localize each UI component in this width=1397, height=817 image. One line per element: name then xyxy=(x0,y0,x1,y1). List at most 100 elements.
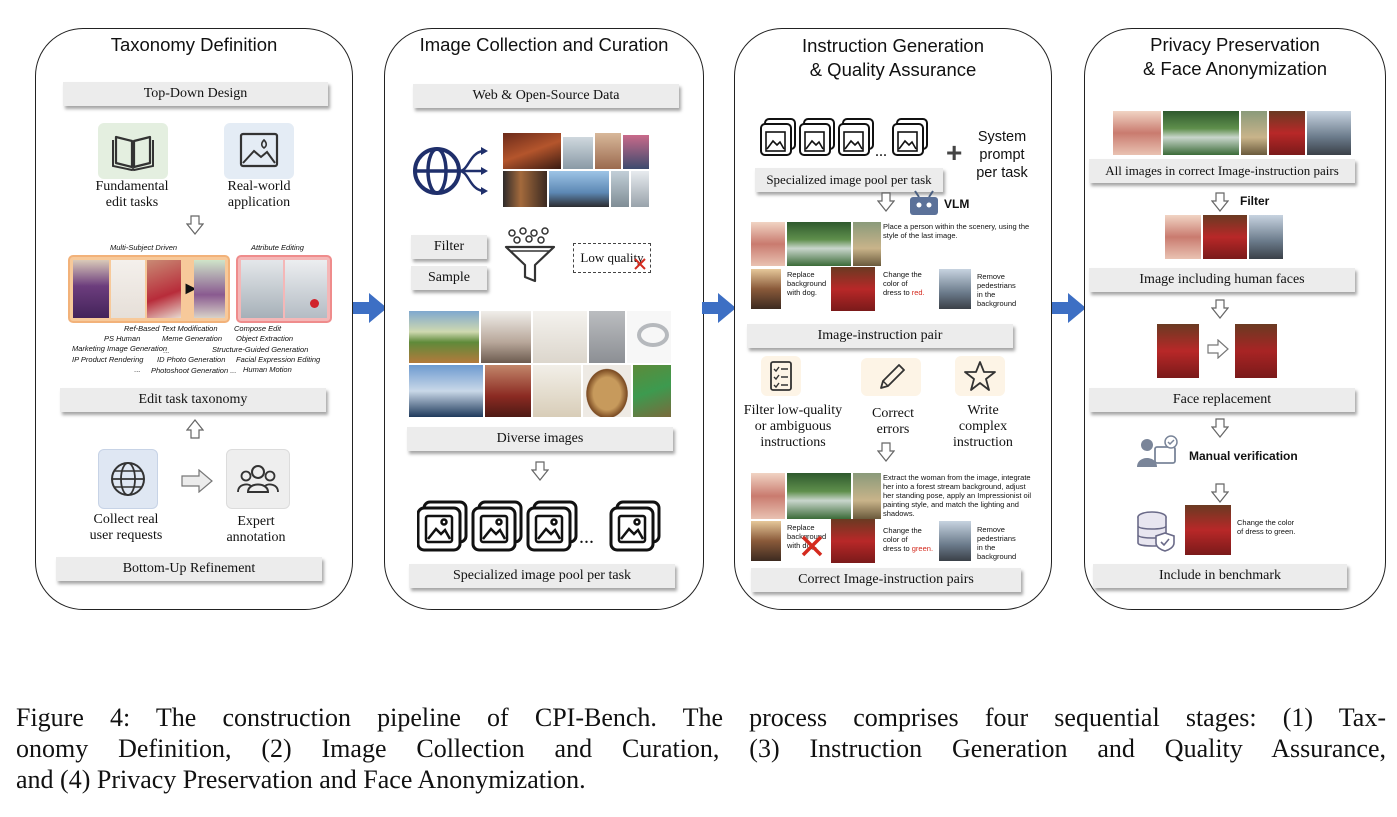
star-icon xyxy=(955,356,1005,396)
web-data-bar: Web & Open-Source Data xyxy=(413,84,679,108)
checklist-icon xyxy=(761,356,801,396)
dog-photo xyxy=(751,269,781,309)
pencil-icon xyxy=(861,358,921,396)
red-dress-photo xyxy=(831,519,875,563)
panel-title: Instruction Generation& Quality Assuranc… xyxy=(801,35,985,80)
close-icon xyxy=(634,258,646,270)
forest-photo xyxy=(787,473,851,519)
painting-photo xyxy=(853,473,881,519)
bottom-up-refinement-bar: Bottom-Up Refinement xyxy=(56,557,322,581)
all-images-strip xyxy=(1113,111,1351,155)
taxonomy-term: Meme Generation xyxy=(162,334,223,343)
funnel-icon xyxy=(504,227,556,283)
image-pool-icon xyxy=(417,500,661,552)
forest-photo xyxy=(787,222,851,266)
database-shield-icon xyxy=(1137,511,1175,552)
taxonomy-term: Marketing Image Generation xyxy=(72,344,168,353)
stage-arrow-icon xyxy=(1052,293,1086,323)
robot-icon xyxy=(910,190,938,215)
taxonomy-term: ID Photo Generation xyxy=(157,355,226,364)
replaced-face-photo xyxy=(1235,324,1277,378)
figure-caption: Figure 4: The construction pipeline of C… xyxy=(16,703,1386,794)
image-icon xyxy=(224,123,294,179)
multi-subject-example: ► xyxy=(68,255,230,323)
taxonomy-term: Object Extraction xyxy=(236,334,294,343)
web-images-collage xyxy=(503,133,649,207)
down-arrow-icon xyxy=(1211,418,1229,438)
down-arrow-icon xyxy=(877,442,895,462)
taxonomy-term: ... xyxy=(134,365,141,374)
taxonomy-term: ... xyxy=(163,346,170,355)
manual-verification-label: Manual verification xyxy=(1189,449,1298,463)
faces-bar: Image including human faces xyxy=(1089,268,1355,292)
down-arrow-icon xyxy=(186,215,204,235)
taxonomy-term: Human Motion xyxy=(243,365,292,374)
taxonomy-term: Ref-Based Text Modification xyxy=(124,324,218,333)
correct-pairs-bar: Correct Image-instruction pairs xyxy=(751,568,1021,592)
image-instruction-pair-bar: Image-instruction pair xyxy=(747,324,1013,348)
low-quality-box: Low quality xyxy=(573,243,651,273)
instruction-text: Place a person within the scenery, using… xyxy=(883,222,1030,240)
up-arrow-icon xyxy=(186,419,204,439)
stage-arrow-icon xyxy=(353,293,387,323)
woman-photo xyxy=(751,222,785,266)
filter-button: Filter xyxy=(411,235,487,259)
taxonomy-term: PS Human xyxy=(104,334,141,343)
filter-label: Filter xyxy=(1240,194,1270,208)
painting-photo xyxy=(853,222,881,266)
taxonomy-panel: Taxonomy Definition Top-Down Design Fund… xyxy=(35,28,353,610)
pool-ellipsis: ... xyxy=(579,526,594,548)
diverse-images-bar: Diverse images xyxy=(407,427,673,451)
original-face-photo xyxy=(1157,324,1199,378)
attribute-editing-example xyxy=(236,255,332,323)
panel-title: Privacy Preservation& Face Anonymization xyxy=(1142,34,1328,79)
down-arrow-icon xyxy=(1211,483,1229,503)
person-check-icon xyxy=(1137,435,1178,467)
book-icon xyxy=(98,123,168,179)
taxonomy-term: Photoshoot Generation ... xyxy=(151,366,237,375)
panel-title: Image Collection and Curation xyxy=(419,34,669,55)
sample-button: Sample xyxy=(411,266,487,290)
down-arrow-icon xyxy=(1211,299,1229,319)
all-images-bar: All images in correct Image-instruction … xyxy=(1089,159,1355,183)
woman-photo xyxy=(751,473,785,519)
close-icon xyxy=(801,535,823,557)
taxonomy-term: Compose Edit xyxy=(234,324,282,333)
down-arrow-icon xyxy=(531,461,549,481)
right-arrow-icon xyxy=(181,469,213,493)
attribute-editing-label: Attribute Editing xyxy=(251,243,304,252)
globe-icon xyxy=(98,449,158,509)
vlm-label: VLM xyxy=(944,197,970,211)
taxonomy-term: Structure-Guided Generation xyxy=(212,345,309,354)
instruction-generation-panel: Instruction Generation& Quality Assuranc… xyxy=(734,28,1052,610)
instruction-text: Extract the woman from the image, integr… xyxy=(883,473,1032,518)
red-dress-photo xyxy=(831,267,875,311)
face-images-strip xyxy=(1165,215,1283,259)
plus-icon: + xyxy=(946,137,963,168)
right-arrow-icon xyxy=(1207,339,1229,359)
down-arrow-icon xyxy=(1211,192,1229,212)
diverse-images-collage xyxy=(409,311,671,417)
dog-photo xyxy=(751,521,781,561)
pool-ellipsis: ... xyxy=(875,143,887,160)
specialized-pool-bar: Specialized image pool per task xyxy=(409,564,675,588)
face-replacement-bar: Face replacement xyxy=(1089,388,1355,412)
image-pool-icon xyxy=(760,118,928,156)
group-icon xyxy=(226,449,290,509)
panel-title: Taxonomy Definition xyxy=(110,34,278,55)
street-photo xyxy=(939,521,971,561)
down-arrow-icon xyxy=(877,192,895,212)
